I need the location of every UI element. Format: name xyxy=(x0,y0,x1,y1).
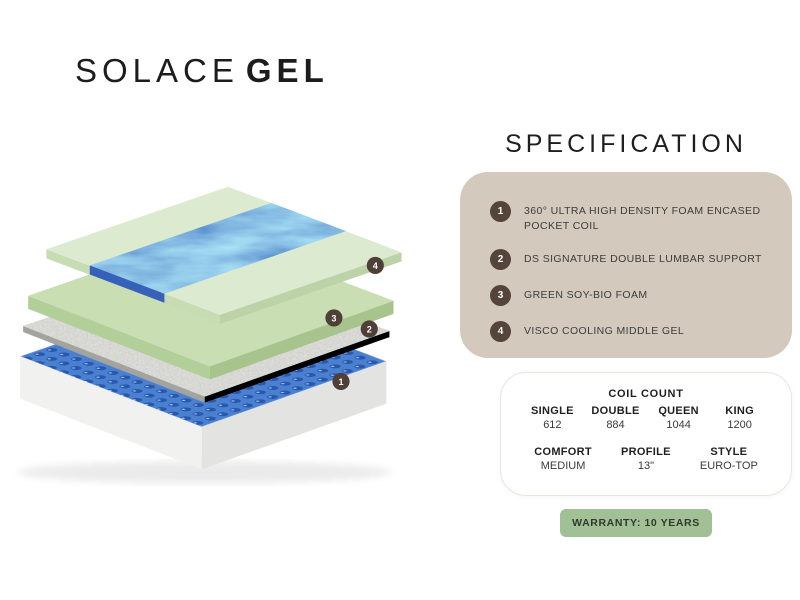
spec-number-3-badge: 3 xyxy=(490,285,511,307)
marker-3-circle xyxy=(325,309,343,327)
layer-marker-4: 4 xyxy=(366,256,384,275)
specification-panel: 1 360° ULTRA HIGH DENSITY FOAM ENCASED P… xyxy=(460,172,792,358)
marker-3-label: 3 xyxy=(331,313,336,323)
layer-marker-2: 2 xyxy=(360,320,378,338)
marker-1-label: 1 xyxy=(338,377,343,387)
coil-count-columns: SINGLE 612 DOUBLE 884 QUEEN 1044 KING 12… xyxy=(501,405,791,431)
coil-col-double-label: DOUBLE xyxy=(591,405,640,417)
mattress-exploded-diagram: 1 2 3 4 xyxy=(17,186,402,484)
attr-style-label: STYLE xyxy=(710,446,748,458)
attr-profile-value: 13" xyxy=(637,460,654,472)
attr-comfort: COMFORT MEDIUM xyxy=(534,446,592,472)
attr-comfort-value: MEDIUM xyxy=(540,460,586,472)
coil-col-king-label: KING xyxy=(725,405,754,417)
spec-number-4-badge: 4 xyxy=(490,321,511,343)
marker-2-circle xyxy=(360,320,378,338)
soy-front-face xyxy=(28,295,210,380)
attr-comfort-label: COMFORT xyxy=(534,446,592,458)
mattress-attributes-row: COMFORT MEDIUM PROFILE 13" STYLE EURO-TO… xyxy=(501,446,791,472)
spec-item-4-text: VISCO COOLING MIDDLE GEL xyxy=(524,325,685,338)
spec-number-1-badge: 1 xyxy=(490,201,511,222)
spec-number-2-badge: 2 xyxy=(490,249,511,271)
coil-col-single: SINGLE 612 xyxy=(530,405,574,431)
layer-marker-1: 1 xyxy=(332,372,350,391)
coil-col-king: KING 1200 xyxy=(718,405,762,431)
gel-layer-side-face xyxy=(219,252,402,324)
attr-profile: PROFILE 13" xyxy=(618,446,674,472)
coil-col-queen: QUEEN 1044 xyxy=(657,405,701,431)
layer-cooling-gel-foam xyxy=(46,186,402,324)
spec-item-1-text: 360° ULTRA HIGH DENSITY FOAM ENCASED POC… xyxy=(524,205,761,233)
coil-col-queen-value: 1044 xyxy=(666,419,691,431)
attr-profile-label: PROFILE xyxy=(621,446,671,458)
coil-col-single-value: 612 xyxy=(543,419,562,431)
coil-col-queen-label: QUEEN xyxy=(658,405,699,417)
attr-style-value: EURO-TOP xyxy=(699,460,758,472)
spec-item-2-text: DS SIGNATURE DOUBLE LUMBAR SUPPORT xyxy=(524,253,762,266)
attr-style: STYLE EURO-TOP xyxy=(700,446,758,472)
product-title-primary: SOLACE xyxy=(75,52,239,89)
coil-col-double: DOUBLE 884 xyxy=(591,405,639,431)
product-title-secondary: GEL xyxy=(245,52,329,89)
marker-4-circle xyxy=(366,256,384,275)
soy-side-face xyxy=(209,300,394,380)
coil-col-king-value: 1200 xyxy=(727,419,752,431)
spec-item-1: 1 360° ULTRA HIGH DENSITY FOAM ENCASED P… xyxy=(490,201,768,234)
spec-item-4: 4 VISCO COOLING MIDDLE GEL xyxy=(490,321,768,343)
specification-heading: SPECIFICATION xyxy=(505,130,747,158)
spec-item-3: 3 GREEN SOY-BIO FOAM xyxy=(490,285,768,307)
lumbar-front-face xyxy=(23,325,205,403)
spec-item-3-text: GREEN SOY-BIO FOAM xyxy=(524,289,648,302)
coil-col-double-value: 884 xyxy=(606,419,625,431)
marker-2-label: 2 xyxy=(367,325,372,335)
warranty-badge: WARRANTY: 10 YEARS xyxy=(560,509,712,537)
marker-4-label: 4 xyxy=(373,261,378,271)
diagram-ground-shadow xyxy=(17,461,393,484)
marker-1-circle xyxy=(332,372,350,391)
coil-count-card: COIL COUNT SINGLE 612 DOUBLE 884 QUEEN 1… xyxy=(500,372,792,496)
coil-col-single-label: SINGLE xyxy=(531,405,574,417)
lumbar-side-face xyxy=(204,331,390,403)
base-front-face xyxy=(20,356,202,470)
coil-count-heading: COIL COUNT xyxy=(608,388,684,400)
layer-marker-3: 3 xyxy=(325,309,343,327)
gel-band-front-edge xyxy=(89,265,165,303)
spec-item-2: 2 DS SIGNATURE DOUBLE LUMBAR SUPPORT xyxy=(490,249,768,271)
